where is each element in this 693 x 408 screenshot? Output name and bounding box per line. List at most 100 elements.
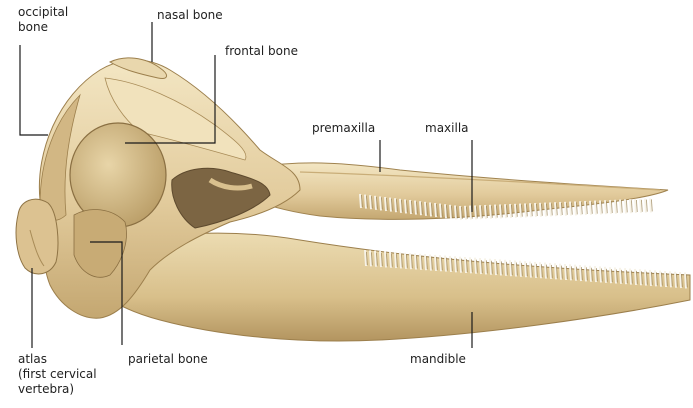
upper-tooth (595, 201, 596, 215)
lower-tooth (535, 262, 536, 278)
lower-tooth (410, 253, 411, 269)
lower-tooth (500, 259, 501, 275)
lower-tooth (670, 271, 671, 287)
upper-tooth (440, 204, 441, 218)
label-atlas: atlas (first cervical vertebra) (18, 352, 97, 397)
upper-tooth (375, 196, 376, 210)
label-nasal-bone: nasal bone (157, 8, 223, 23)
upper-tooth (545, 203, 546, 217)
upper-tooth (360, 194, 361, 208)
label-premaxilla: premaxilla (312, 121, 375, 136)
lower-tooth (490, 259, 491, 275)
upper-tooth (410, 200, 411, 214)
label-mandible: mandible (410, 352, 466, 367)
lower-tooth (445, 256, 446, 272)
lower-tooth (650, 270, 651, 286)
lower-tooth (555, 263, 556, 279)
upper-tooth (480, 205, 481, 219)
upper-tooth (550, 202, 551, 216)
upper-tooth (365, 195, 366, 209)
upper-tooth (580, 201, 581, 215)
upper-tooth (450, 205, 451, 219)
lower-tooth (495, 259, 496, 275)
upper-tooth (630, 199, 631, 213)
lower-tooth (540, 262, 541, 278)
upper-tooth (470, 206, 471, 220)
label-occipital-line1: occipital (18, 5, 68, 20)
upper-tooth (460, 206, 461, 220)
upper-tooth (490, 205, 491, 219)
lower-tooth (550, 263, 551, 279)
label-frontal-bone: frontal bone (225, 44, 298, 59)
upper-tooth (395, 198, 396, 212)
lower-tooth (435, 255, 436, 271)
lower-tooth (520, 261, 521, 277)
lower-tooth (425, 254, 426, 270)
label-atlas-name: atlas (18, 352, 97, 367)
leader-occipital (20, 45, 48, 135)
lower-tooth (465, 257, 466, 273)
upper-tooth (465, 206, 466, 220)
lower-tooth (400, 252, 401, 268)
upper-tooth (390, 198, 391, 212)
label-atlas-note-line2: vertebra) (18, 382, 97, 397)
lower-tooth (635, 269, 636, 285)
lower-tooth (460, 257, 461, 273)
upper-tooth (540, 203, 541, 217)
upper-tooth (560, 202, 561, 216)
lower-tooth (630, 269, 631, 285)
lower-tooth (605, 267, 606, 283)
upper-tooth (520, 204, 521, 218)
upper-tooth (500, 204, 501, 218)
label-occipital-bone: occipital bone (18, 5, 68, 35)
lower-tooth (580, 265, 581, 281)
lower-tooth (680, 272, 681, 288)
upper-tooth (570, 202, 571, 216)
lower-tooth (415, 254, 416, 270)
label-atlas-note-line1: (first cervical (18, 367, 97, 382)
lower-tooth (530, 262, 531, 278)
lower-tooth (390, 252, 391, 268)
upper-tooth (430, 202, 431, 216)
lower-tooth (545, 263, 546, 279)
lower-tooth (665, 271, 666, 287)
lower-tooth (385, 251, 386, 267)
upper-tooth (565, 202, 566, 216)
upper-tooth (620, 200, 621, 214)
lower-tooth (610, 267, 611, 283)
upper-tooth (575, 201, 576, 215)
lower-tooth (560, 264, 561, 280)
upper-tooth (455, 205, 456, 219)
upper-tooth (380, 196, 381, 210)
atlas-vertebra (16, 199, 58, 274)
lower-tooth (620, 268, 621, 284)
lower-tooth (675, 272, 676, 288)
lower-tooth (645, 270, 646, 286)
upper-tooth (640, 199, 641, 213)
upper-tooth (600, 200, 601, 214)
lower-tooth (480, 258, 481, 274)
lower-tooth (405, 253, 406, 269)
upper-tooth (425, 202, 426, 216)
upper-tooth (370, 195, 371, 209)
upper-tooth (475, 205, 476, 219)
lower-tooth (505, 260, 506, 276)
lower-tooth (365, 250, 366, 266)
upper-tooth (645, 199, 646, 213)
lower-tooth (485, 258, 486, 274)
lower-tooth (595, 266, 596, 282)
upper-tooth (495, 205, 496, 219)
upper-tooth (605, 200, 606, 214)
upper-tooth (625, 199, 626, 213)
lower-tooth (450, 256, 451, 272)
label-occipital-line2: bone (18, 20, 68, 35)
lower-tooth (380, 251, 381, 267)
upper-tooth (445, 204, 446, 218)
lower-tooth (575, 265, 576, 281)
lower-tooth (375, 251, 376, 267)
lower-tooth (370, 250, 371, 266)
lower-tooth (625, 268, 626, 284)
upper-tooth (535, 203, 536, 217)
lower-tooth (565, 264, 566, 280)
